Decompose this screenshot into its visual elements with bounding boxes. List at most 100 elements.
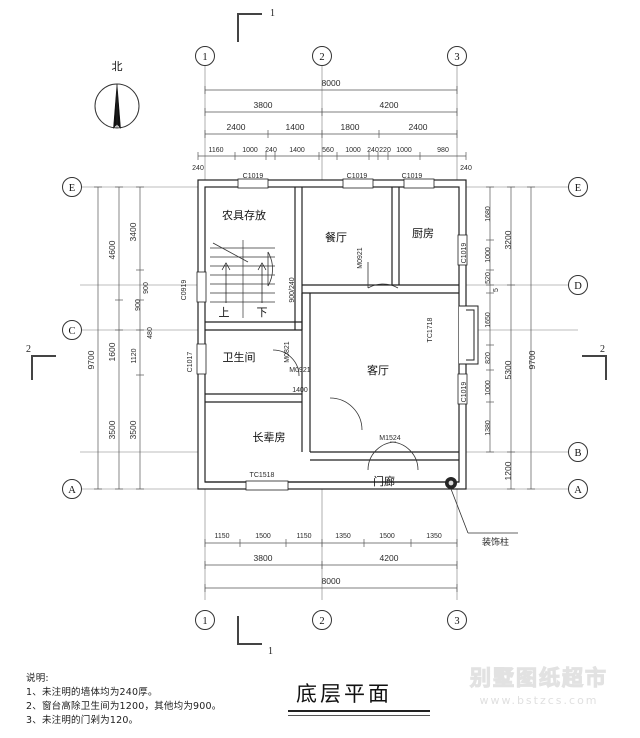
dim-right-overall: 9700: [527, 350, 537, 369]
axis-label-A-right: A: [574, 485, 582, 496]
axis-bubble-3-bottom: 3: [447, 610, 467, 630]
watermark: 别墅图纸超市 www.bstzcs.com: [470, 662, 608, 708]
axis-bubble-E-left: E: [62, 177, 82, 197]
axis-bubble-E-right: E: [568, 177, 588, 197]
dim-right-bay-1: 3200: [503, 230, 513, 249]
axis-label-3-bottom: 3: [454, 616, 459, 627]
window-tag-c1019-b: C1019: [347, 173, 368, 180]
axis-bubble-A-left: A: [62, 479, 82, 499]
axis-label-1-bottom: 1: [202, 616, 207, 627]
dim-left-sub-5: 3500: [128, 420, 138, 439]
room-label-porch: 门廊: [373, 474, 395, 488]
openings-graphics: [196, 178, 479, 491]
dim-right-bay-3: 1200: [503, 461, 513, 480]
dimension-chain-top: [197, 86, 467, 160]
axis-label-E-right: E: [575, 183, 581, 194]
notes-block: 说明: 1、未注明的墙体均为240厚。 2、窗台高除卫生间为1200，其他均为9…: [26, 672, 221, 728]
decorative-column-label: 装饰柱: [482, 536, 509, 547]
window-tag-tc1718: TC1718: [427, 317, 434, 342]
dim-bottom-bay-1: 3800: [254, 553, 273, 563]
dim-right-sub-7: 1000: [485, 380, 492, 396]
dim-right-sub-6: 820: [485, 352, 492, 364]
section-marker-top-label: 1: [270, 8, 275, 19]
dim-top-detail-7: 240: [367, 147, 379, 154]
door-tag-m0921-a: M0921: [357, 247, 364, 269]
window-tag-c0919: C0919: [181, 280, 188, 301]
dim-top-sub-1: 2400: [227, 122, 246, 132]
dimension-chain-right: [486, 186, 535, 490]
room-label-dining: 餐厅: [325, 230, 347, 244]
decorative-column-core: [448, 480, 454, 486]
axis-bubble-1-top: 1: [195, 46, 215, 66]
dim-top-sub-2: 1400: [286, 122, 305, 132]
dim-bottom-detail-4: 1350: [335, 533, 351, 540]
leader-line-decorative-column: [450, 488, 469, 534]
axis-bubble-D-right: D: [568, 275, 588, 295]
notes-heading: 说明:: [26, 673, 49, 684]
door-tag-m0821: M0821: [284, 341, 291, 363]
dim-top-detail-3: 240: [265, 147, 277, 154]
dim-right-sub-2: 1000: [485, 247, 492, 263]
room-label-elder-bedroom: 长辈房: [253, 430, 286, 444]
section-marker-left: [31, 355, 56, 380]
section-marker-right: [582, 355, 607, 380]
dim-left-sub-1: 3400: [128, 222, 138, 241]
interior-dim-900-240: 900/240: [289, 277, 296, 302]
axis-label-E-left: E: [69, 183, 75, 194]
dim-top-detail-4: 1400: [289, 147, 305, 154]
note-item-2: 2、窗台高除卫生间为1200，其他均为900。: [26, 701, 222, 712]
dim-top-detail-1: 1160: [208, 147, 223, 154]
north-arrow: [94, 83, 140, 129]
stair-down-label: 下: [257, 306, 268, 319]
axis-bubble-A-right: A: [568, 479, 588, 499]
dim-right-sub-1: 1680: [485, 206, 492, 222]
dim-bottom-detail-6: 1350: [426, 533, 442, 540]
dim-top-wall-left: 240: [192, 165, 204, 172]
dimension-chain-bottom: [204, 539, 458, 592]
dim-left-overall: 9700: [86, 350, 96, 369]
dim-top-sub-4: 2400: [409, 122, 428, 132]
window-tag-c1019-e: C1019: [461, 382, 468, 403]
window-tag-tc1518: TC1518: [250, 472, 275, 479]
room-label-bathroom: 卫生间: [223, 350, 256, 364]
room-label-living: 客厅: [367, 363, 389, 377]
dim-top-bay-1: 3800: [254, 100, 273, 110]
section-marker-left-label: 2: [26, 344, 31, 355]
door-tag-m1524: M1524: [379, 435, 401, 442]
title-underline: [288, 710, 430, 712]
door-tag-m0921-b: M0921: [289, 367, 311, 374]
dim-bottom-detail-3: 1150: [296, 533, 311, 540]
dim-right-sub-8: 1380: [485, 420, 492, 436]
axis-bubble-2-bottom: 2: [312, 610, 332, 630]
door-swings: [267, 251, 419, 471]
dim-left-sub-3: 900: [135, 299, 142, 311]
axis-bubble-B-right: B: [568, 442, 588, 462]
watermark-brand: 别墅图纸超市: [470, 666, 608, 691]
dim-right-sub-3: 520: [485, 272, 492, 284]
dim-right-bay-2: 5300: [503, 360, 513, 379]
axis-bubble-2-top: 2: [312, 46, 332, 66]
dim-bottom-detail-2: 1500: [255, 533, 271, 540]
axis-label-B-right: B: [574, 448, 581, 459]
dim-top-detail-9: 1000: [396, 147, 412, 154]
dim-left-bay-3: 3500: [107, 420, 117, 439]
dim-top-detail-6: 1000: [345, 147, 361, 154]
dim-right-sub-4: 5: [493, 288, 500, 292]
dim-left-sub-2: 900: [143, 282, 150, 294]
window-tag-c1019-c: C1019: [402, 173, 423, 180]
page-title: 底层平面: [296, 682, 392, 706]
dim-top-overall: 8000: [322, 78, 341, 88]
dim-top-detail-2: 1000: [242, 147, 258, 154]
dim-top-detail-5: 560: [322, 147, 334, 154]
window-tag-c1019-d: C1019: [461, 243, 468, 264]
dim-top-detail-8: 220: [379, 147, 391, 154]
axis-label-A-left: A: [68, 485, 76, 496]
title-underline-thin: [288, 715, 430, 716]
dim-left-bay-1: 4600: [107, 240, 117, 259]
north-label: 北: [112, 60, 123, 73]
building-walls: [197, 179, 467, 490]
section-marker-top: [237, 13, 262, 42]
dim-bottom-overall: 8000: [322, 576, 341, 586]
